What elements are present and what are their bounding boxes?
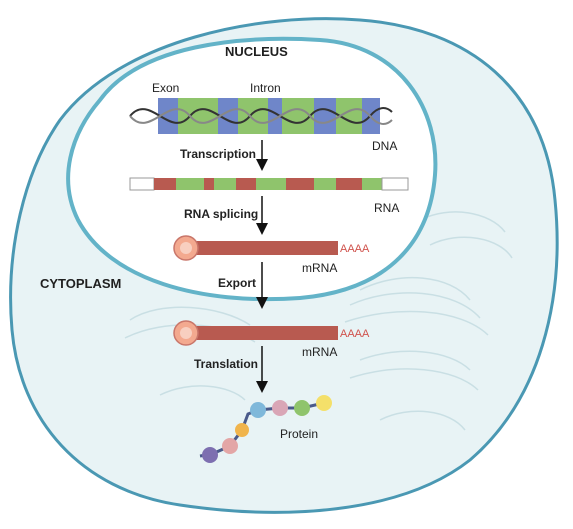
protein-label: Protein [280, 427, 318, 441]
export-label: Export [218, 276, 256, 290]
nucleus [66, 36, 438, 302]
mrna-in-nucleus [173, 235, 338, 261]
mrna-in-cytoplasm [173, 320, 338, 346]
poly-a-tail-2: AAAA [340, 328, 370, 340]
poly-a-tail-1: AAAA [340, 243, 370, 255]
rna-label: RNA [374, 201, 399, 215]
intron-label: Intron [250, 81, 281, 95]
mrna-label-2: mRNA [302, 345, 337, 359]
rna-splicing-label: RNA splicing [184, 207, 258, 221]
endoplasmic-reticulum [124, 211, 513, 431]
mrna-label-1: mRNA [302, 261, 337, 275]
translation-label: Translation [194, 357, 258, 371]
protein-chain [199, 395, 332, 463]
cytoplasm-label: CYTOPLASM [40, 276, 121, 291]
dna-label: DNA [372, 139, 397, 153]
pre-mrna-strand [129, 177, 409, 191]
dna-helix [129, 98, 393, 134]
transcription-label: Transcription [180, 147, 256, 161]
nucleus-label: NUCLEUS [225, 44, 288, 59]
exon-label: Exon [152, 81, 179, 95]
